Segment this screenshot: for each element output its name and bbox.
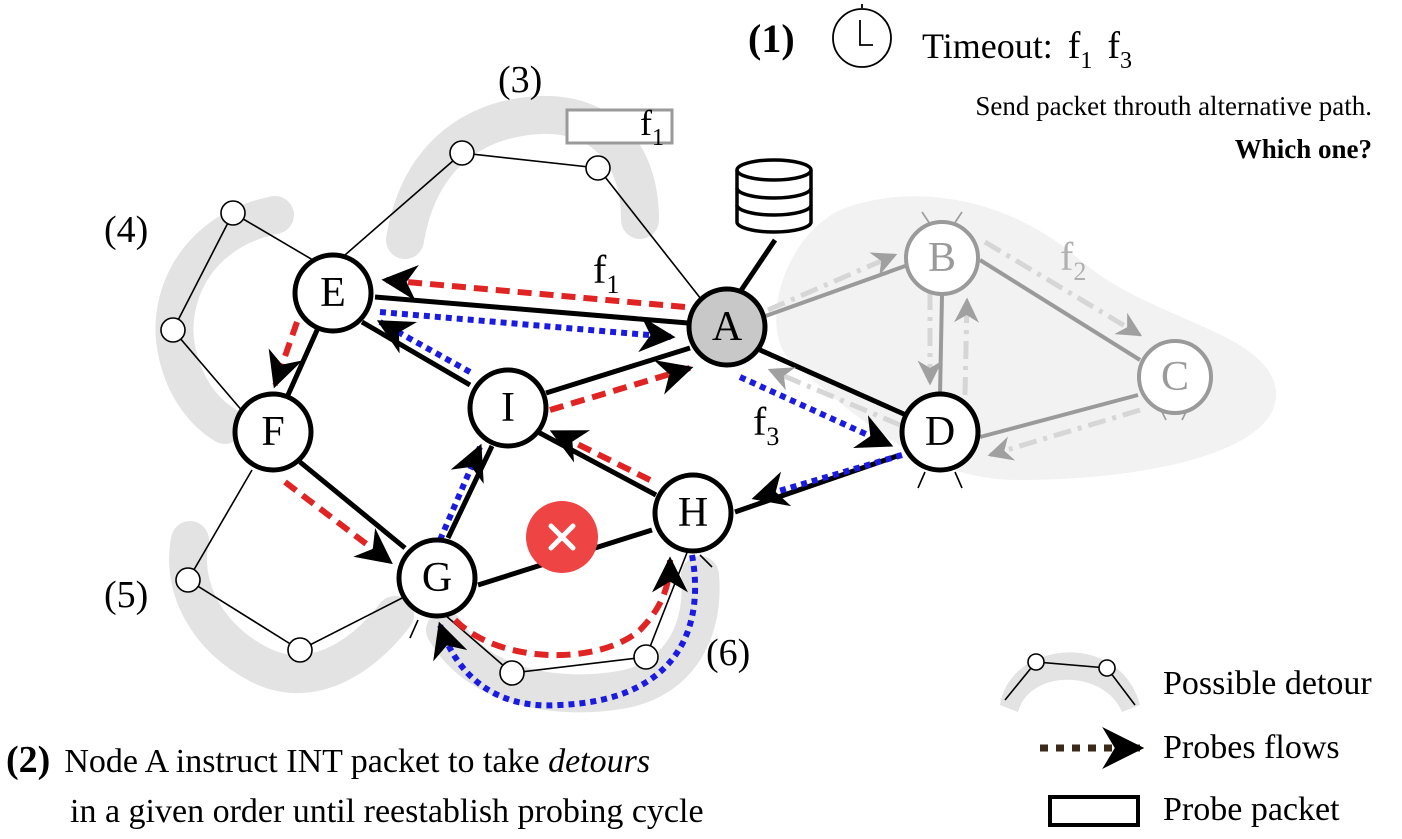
link-f-g (298, 460, 407, 550)
detour-nodes (160, 140, 659, 686)
detour-3-shade (386, 95, 659, 259)
link-i-h (536, 429, 658, 498)
link-g-i (445, 444, 495, 540)
detour-label-3: (3) (498, 59, 542, 101)
probe-red-i-a (549, 360, 694, 413)
legend-detour-node (1098, 659, 1116, 677)
link-c-d (979, 393, 1139, 439)
probe-blue-d-h (751, 452, 903, 507)
probe-red-a-e (381, 264, 686, 310)
detour-node (633, 644, 659, 670)
probe-red-g-h-detour (452, 556, 688, 659)
detour-6-shade (426, 556, 720, 713)
node-a-circle (686, 286, 768, 368)
probe-red-h-i (549, 429, 652, 483)
legend-detour-label: Possible detour (1163, 665, 1372, 702)
detour-node (287, 637, 313, 663)
probe-blue-h-g-detour (433, 554, 699, 709)
probe-blue-a-d (738, 374, 894, 449)
legend-packet-box (1048, 795, 1140, 827)
detour-label-4: (4) (104, 209, 148, 251)
legend-packet-label: Probe packet (1163, 791, 1340, 828)
flow-label-f1: f1 (593, 247, 619, 299)
node-c-circle (1137, 339, 1213, 415)
legend: Possible detour Probes flows Probe packe… (1000, 652, 1372, 828)
legend-detour-node (1027, 653, 1045, 671)
probe-red-e-f (268, 321, 303, 389)
clock-icon (832, 4, 892, 68)
link-e-a (374, 294, 689, 326)
node-d-circle (899, 391, 981, 473)
link-a-d (758, 347, 908, 418)
link-a-db (737, 238, 778, 294)
node-g-label: G (422, 555, 452, 601)
legend-detour-shade (1000, 652, 1140, 712)
flow-f2-d-b (954, 297, 980, 396)
step1-line1: Send packet throuth alternative path. (975, 91, 1372, 121)
flow-label-f2: f2 (1060, 234, 1086, 286)
link-b-d (938, 294, 944, 396)
detour-4-path (172, 211, 319, 421)
link-b-c (978, 258, 1142, 362)
node-i-label: I (501, 385, 515, 431)
probe-blue-g-i (437, 443, 484, 542)
probe-blue-e-a (379, 309, 676, 353)
detour-6-path (444, 544, 691, 674)
node-ticks (409, 471, 963, 639)
detour-node (449, 140, 475, 166)
node-c-label: C (1161, 354, 1189, 400)
node-h-label: H (678, 490, 708, 536)
node-h-circle (652, 472, 734, 554)
detour-node (585, 155, 611, 181)
node-g-circle (396, 537, 478, 619)
flow-f2-b-c (983, 239, 1143, 338)
detour-node (499, 660, 525, 686)
node-e-circle (292, 252, 374, 334)
flow-f2-c-d (987, 407, 1141, 461)
link-e-f (285, 326, 321, 397)
detour-4-shade (155, 196, 294, 444)
node-b-label: B (928, 235, 956, 281)
probe-packet-label: f1 (640, 103, 664, 151)
probe-blue-i-e (376, 319, 472, 375)
legend-detour-path (1004, 661, 1136, 706)
link-e-i (360, 319, 472, 388)
node-i-circle (467, 367, 549, 449)
detour-node (175, 567, 201, 593)
probe-packet (565, 108, 674, 145)
inactive-region-shade (776, 196, 1277, 480)
link-failure-marker (526, 501, 598, 573)
node-d-label: D (925, 409, 955, 455)
detour-node (220, 200, 246, 226)
flow-f2-d-a (767, 367, 901, 428)
detour-label-6: (6) (706, 632, 750, 674)
detour-label-5: (5) (104, 574, 148, 616)
node-e-label: E (320, 270, 346, 316)
flow-f2-a-b (767, 252, 898, 313)
node-f-label: F (261, 409, 284, 455)
probe-red-f-g (283, 479, 393, 565)
detour-node (160, 317, 186, 343)
node-f-circle (232, 391, 314, 473)
flow-label-f3: f3 (753, 399, 779, 451)
detour-5-path (186, 469, 409, 651)
node-a-label: A (712, 304, 743, 350)
database-icon (735, 158, 813, 234)
link-i-a (545, 345, 691, 396)
detour-3-path (344, 152, 713, 314)
step2-line1: (2)Node A instruct INT packet to take de… (6, 739, 650, 781)
step1-number: (1) (748, 16, 795, 61)
step2-line2: in a given order until reestablish probi… (70, 793, 704, 830)
step1-line2: Which one? (1235, 134, 1372, 164)
link-h-d (734, 452, 901, 515)
step1-timeout: Timeout: f1 f3 (922, 25, 1132, 76)
legend-flow-label: Probes flows (1163, 729, 1340, 766)
node-b-circle (904, 220, 980, 296)
